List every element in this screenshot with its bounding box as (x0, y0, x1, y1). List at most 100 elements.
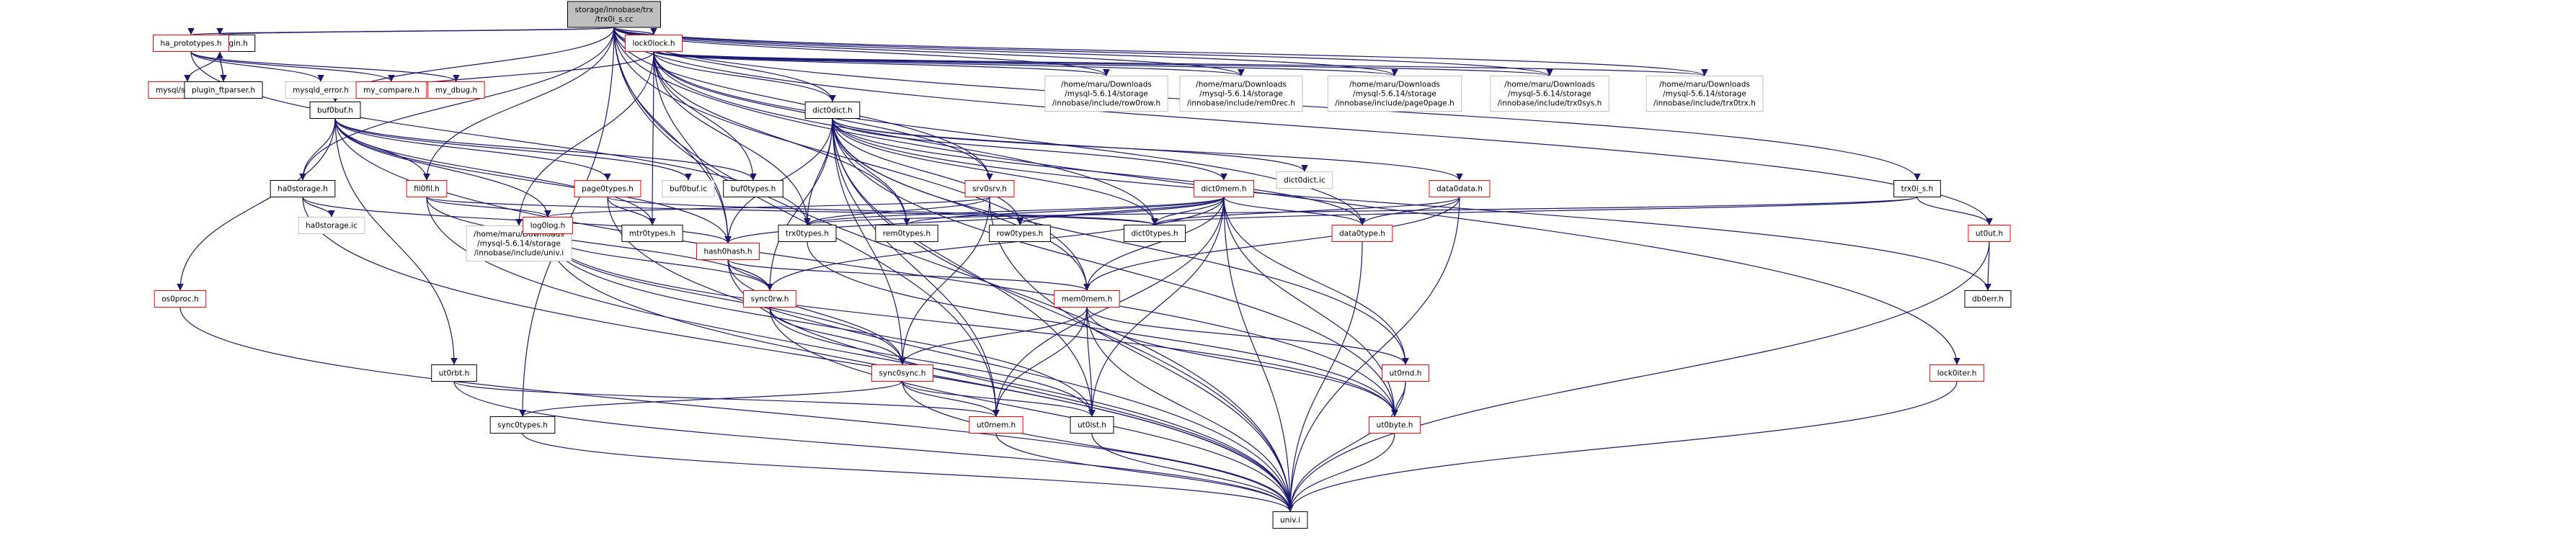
node-ut0rbt[interactable]: ut0rbt.h (431, 364, 477, 382)
edge-lock0lock-to-mtr0types (649, 51, 656, 225)
edge-line (515, 51, 654, 226)
edge-page0types-to-univ-i (607, 197, 1294, 512)
node-box (875, 225, 938, 242)
edge-lock0lock-to-inc-trx0trx (653, 50, 1707, 77)
node-box (1893, 180, 1941, 197)
edge-sync0rw-to-sync0sync (769, 307, 906, 365)
node-plugin-ftparser[interactable]: plugin_ftparser.h (184, 81, 263, 99)
edge-line (1086, 307, 1096, 417)
edge-dict0mem-to-ut0lst (1088, 197, 1225, 417)
node-buf0types[interactable]: buf0types.h (723, 180, 783, 197)
node-log0log[interactable]: log0log.h (523, 217, 573, 234)
edge-lock0iter-to-univ-i (1287, 381, 1958, 512)
edge-line (769, 307, 1096, 417)
edge-ut0ut-to-univ-i (1287, 241, 1990, 512)
node-box (624, 35, 683, 52)
node-trx0i-s[interactable]: trx0i_s.h (1893, 180, 1941, 197)
node-label: /home/maru/Downloads (1349, 81, 1440, 89)
edge-line (653, 51, 811, 225)
edge-srv0srv-to-log0log (544, 196, 990, 218)
node-row0types[interactable]: row0types.h (989, 225, 1051, 242)
node-ut0ut[interactable]: ut0ut.h (1968, 225, 2011, 242)
edge-mem0mem-to-ut0byte (1086, 307, 1398, 417)
node-univ-i[interactable]: univ.i (1272, 511, 1308, 529)
edge-line (832, 118, 1158, 225)
node-label: ut0rbt.h (439, 369, 470, 378)
node-rem0types[interactable]: rem0types.h (875, 225, 938, 242)
edge-line (832, 118, 1398, 417)
node-ha-prototypes[interactable]: ha_prototypes.h (153, 35, 229, 52)
edge-buf0buf-to-page0types (334, 118, 611, 181)
edge-buf0buf-to-log0log (334, 118, 551, 218)
edge-root-to-lock0lock (613, 27, 657, 36)
node-label: /mysql-5.6.14/storage (1353, 90, 1436, 99)
edge-dict0mem-to-rem0types (903, 196, 1225, 226)
node-sync0sync[interactable]: sync0sync.h (871, 364, 933, 382)
edge-ut0rbt-to-univ-i (453, 381, 1294, 512)
node-label: ut0rnd.h (1390, 369, 1422, 378)
edge-root-to-lock0iter (613, 27, 1960, 365)
edge-root-to-ut0ut (613, 27, 1993, 225)
node-page0types[interactable]: page0types.h (574, 180, 641, 197)
node-label: my_dbug.h (435, 86, 477, 95)
edge-lock0lock-to-trx0types (653, 51, 811, 225)
node-my-compare[interactable]: my_compare.h (355, 81, 427, 99)
node-ut0mem[interactable]: ut0mem.h (969, 416, 1023, 434)
node-hash0hash[interactable]: hash0hash.h (696, 243, 760, 260)
edge-line (653, 51, 757, 181)
node-dict0dict[interactable]: dict0dict.h (804, 102, 861, 119)
edge-line (1016, 196, 1225, 226)
edge-dict0dict-to-db0err (832, 118, 1991, 291)
node-label: row0types.h (997, 230, 1044, 238)
edge-line (1917, 197, 1993, 225)
node-box (1490, 76, 1609, 112)
edge-line (1086, 307, 1294, 512)
node-mem0mem[interactable]: mem0mem.h (1054, 290, 1120, 308)
node-root[interactable]: storage/innobase/trx/trx0i_s.cc (567, 1, 662, 28)
node-trx0types[interactable]: trx0types.h (778, 225, 837, 242)
node-sync0types[interactable]: sync0types.h (489, 416, 556, 434)
edge-trx0i-s-to-ut0ut (1917, 197, 1993, 225)
node-box (1123, 225, 1186, 242)
node-data0data[interactable]: data0data.h (1429, 180, 1491, 197)
node-db0err[interactable]: db0err.h (1964, 290, 2012, 308)
node-ut0byte[interactable]: ut0byte.h (1369, 416, 1421, 434)
node-lock0iter[interactable]: lock0iter.h (1929, 364, 1984, 382)
edge-line (607, 196, 1158, 226)
edge-line (899, 197, 990, 365)
edge-dict0dict-to-sync0sync (832, 118, 906, 365)
node-label: /mysql-5.6.14/storage (1508, 90, 1591, 99)
node-box (298, 217, 365, 234)
edge-line (334, 118, 656, 225)
edge-dict0mem-to-mem0mem (1083, 197, 1225, 291)
edge-ut0rbt-to-ut0mem (453, 380, 1000, 418)
edge-line (547, 233, 773, 291)
node-srv0srv[interactable]: srv0srv.h (964, 180, 1015, 197)
node-sync0rw[interactable]: sync0rw.h (743, 290, 796, 308)
edge-buf0buf-to-buf0types (334, 118, 757, 181)
node-data0type[interactable]: data0type.h (1331, 225, 1393, 242)
node-os0proc[interactable]: os0proc.h (154, 290, 207, 308)
edge-log0log-to-ut0byte (547, 233, 1398, 417)
edge-mem0mem-to-ut0rnd (1086, 307, 1409, 365)
node-box (1044, 76, 1168, 112)
node-ut0lst[interactable]: ut0lst.h (1070, 416, 1114, 434)
node-label: lock0lock.h (632, 40, 675, 48)
node-mtr0types[interactable]: mtr0types.h (621, 225, 683, 242)
node-label: data0data.h (1436, 185, 1483, 194)
edge-line (302, 197, 335, 218)
node-box (964, 180, 1015, 197)
node-lock0lock[interactable]: lock0lock.h (624, 35, 683, 52)
node-ut0rnd[interactable]: ut0rnd.h (1382, 364, 1429, 382)
edges-layer (177, 27, 1993, 512)
node-dict0types[interactable]: dict0types.h (1123, 225, 1186, 242)
edge-data0data-to-dict0types (1151, 196, 1460, 226)
node-dict0mem[interactable]: dict0mem.h (1193, 180, 1255, 197)
node-ha0storage[interactable]: ha0storage.h (270, 180, 336, 197)
node-fil0fil[interactable]: fil0fil.h (406, 180, 448, 197)
node-label: /home/maru/Downloads (1196, 81, 1287, 89)
node-buf0buf[interactable]: buf0buf.h (309, 102, 361, 119)
node-my-dbug[interactable]: my_dbug.h (427, 81, 485, 99)
node-box (567, 1, 662, 28)
node-box (427, 81, 485, 99)
